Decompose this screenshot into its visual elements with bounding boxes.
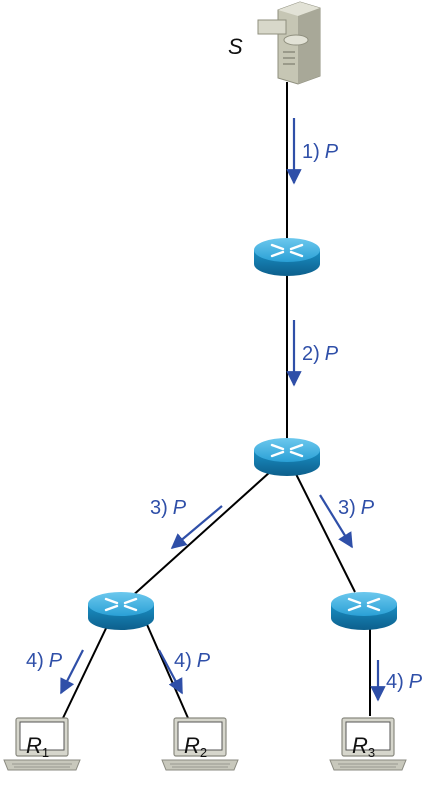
host-r1: R1 bbox=[3, 717, 81, 771]
arrow-down-right-icon bbox=[158, 649, 183, 695]
host-subscript: 2 bbox=[200, 745, 207, 760]
router-icon bbox=[252, 236, 322, 278]
server-icon bbox=[257, 1, 321, 85]
link-router3-host2 bbox=[144, 619, 189, 719]
host-subscript: 1 bbox=[42, 745, 49, 760]
arrow-down-right-icon bbox=[319, 494, 353, 549]
computer-icon bbox=[161, 717, 239, 771]
host-label: R bbox=[352, 733, 368, 758]
hop-label: 4)P bbox=[174, 650, 211, 672]
computer-icon bbox=[3, 717, 81, 771]
hop-label: 4)P bbox=[386, 671, 423, 693]
link-router2-router4 bbox=[294, 471, 356, 593]
hop-label: 4)P bbox=[26, 650, 63, 672]
router-icon bbox=[252, 436, 322, 478]
link-router2-router3 bbox=[129, 471, 271, 599]
hop-label: 2)P bbox=[302, 343, 339, 365]
svg-text:R1: R1 bbox=[26, 733, 49, 760]
router-icon bbox=[329, 590, 399, 632]
router-icon bbox=[86, 590, 156, 632]
host-subscript: 3 bbox=[368, 745, 375, 760]
hop-label: 3)P bbox=[338, 497, 375, 519]
arrow-down-left-icon bbox=[60, 649, 84, 695]
host-r2: R2 bbox=[161, 717, 239, 771]
hop-labels: 1)P 2)P 3)P 3)P 4)P 4)P 4)P bbox=[26, 141, 423, 693]
hop-label: 3)P bbox=[150, 497, 187, 519]
source-label: S bbox=[228, 34, 243, 59]
computer-icon bbox=[329, 717, 407, 771]
svg-text:R3: R3 bbox=[352, 733, 375, 760]
hop-label: 1)P bbox=[302, 141, 339, 163]
links bbox=[62, 82, 371, 719]
host-label: R bbox=[184, 733, 200, 758]
host-r3: R3 bbox=[329, 717, 407, 771]
arrows bbox=[60, 118, 386, 702]
host-label: R bbox=[26, 733, 42, 758]
svg-text:R2: R2 bbox=[184, 733, 207, 760]
arrow-down-left-icon bbox=[170, 505, 223, 549]
link-router3-host1 bbox=[62, 619, 111, 719]
